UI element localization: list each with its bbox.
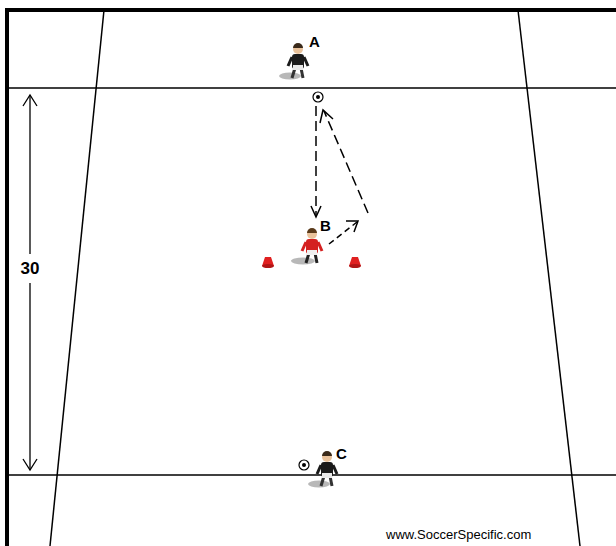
player-letter: C	[336, 446, 347, 461]
dimension-label: 30	[19, 259, 42, 278]
watermark: www.SoccerSpecific.com	[386, 528, 531, 541]
player-letter: A	[309, 34, 320, 49]
player-letter: B	[320, 218, 331, 233]
